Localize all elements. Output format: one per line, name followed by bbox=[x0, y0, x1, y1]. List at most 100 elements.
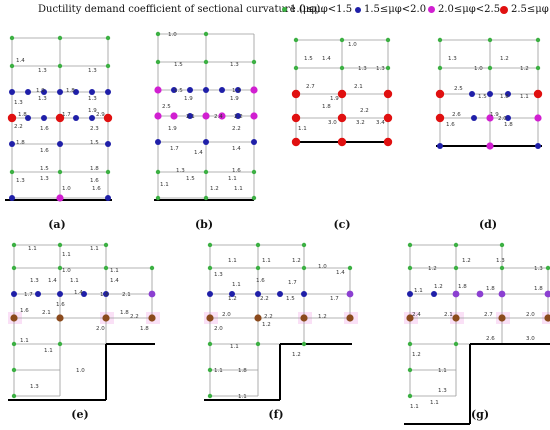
curvature-value: 1.3 bbox=[38, 96, 47, 102]
curvature-value: 1.4 bbox=[336, 270, 345, 276]
curvature-value: 1.6 bbox=[256, 278, 265, 284]
curvature-value: 1.3 bbox=[16, 178, 25, 184]
curvature-value: 1.6 bbox=[100, 292, 109, 298]
hinge-dot bbox=[255, 242, 261, 248]
hinge-dot bbox=[56, 314, 64, 322]
legend: Ductility demand coefficient of sectiona… bbox=[0, 2, 550, 18]
curvature-value: 2.1 bbox=[444, 312, 453, 318]
curvature-value: 1.7 bbox=[62, 112, 71, 118]
hinge-dot bbox=[203, 31, 209, 37]
hinge-dot bbox=[452, 290, 460, 298]
curvature-value: 2.9 bbox=[96, 112, 105, 118]
legend-red-dot-icon bbox=[500, 5, 508, 14]
curvature-value: 1.2 bbox=[428, 266, 437, 272]
hinge-dot bbox=[250, 86, 258, 94]
curvature-value: 1.0 bbox=[318, 264, 327, 270]
curvature-value: 1.3 bbox=[88, 68, 97, 74]
curvature-value: 1.4 bbox=[194, 150, 203, 156]
curvature-value: 3.4 bbox=[376, 120, 385, 126]
curvature-value: 2.1 bbox=[42, 310, 51, 316]
hinge-dot bbox=[469, 91, 475, 97]
hinge-dot bbox=[155, 59, 161, 65]
hinge-dot bbox=[452, 314, 460, 322]
hinge-dot bbox=[148, 314, 156, 322]
curvature-value: 1.8 bbox=[16, 140, 25, 146]
hinge-dot bbox=[89, 115, 95, 121]
hinge-dot bbox=[407, 341, 413, 347]
hinge-dot bbox=[535, 65, 541, 71]
panel-label: (g) bbox=[471, 408, 489, 421]
curvature-value: 2.0 bbox=[498, 116, 507, 122]
legend-blue-dot-icon bbox=[355, 6, 361, 13]
curvature-value: 1.2 bbox=[262, 322, 271, 328]
curvature-value: 1.5 bbox=[90, 140, 99, 146]
curvature-value: 3.0 bbox=[328, 120, 337, 126]
hinge-dot bbox=[254, 314, 262, 322]
hinge-dot bbox=[105, 89, 111, 95]
curvature-value: 1.0 bbox=[76, 368, 85, 374]
hinge-dot bbox=[155, 195, 161, 201]
hinge-dot bbox=[498, 290, 506, 298]
hinge-dot bbox=[339, 37, 345, 43]
hinge-dot bbox=[148, 290, 156, 298]
hinge-dot bbox=[57, 291, 63, 297]
hinge-dot bbox=[499, 265, 505, 271]
hinge-dot bbox=[337, 137, 347, 147]
curvature-value: 2.2 bbox=[232, 126, 241, 132]
hinge-dot bbox=[486, 114, 494, 122]
curvature-value: 1.8 bbox=[18, 112, 27, 118]
curvature-value: 2.3 bbox=[90, 126, 99, 132]
curvature-value: 2.2 bbox=[260, 296, 269, 302]
hinge-dot bbox=[57, 341, 63, 347]
hinge-dot bbox=[499, 242, 505, 248]
hinge-dot bbox=[300, 314, 308, 322]
hinge-dot bbox=[251, 59, 257, 65]
curvature-value: 1.1 bbox=[228, 176, 237, 182]
hinge-dot bbox=[476, 290, 484, 298]
hinge-dot bbox=[218, 112, 226, 120]
curvature-value: 1.5 bbox=[40, 166, 49, 172]
legend-item-label: 1.5≤μφ<2.0 bbox=[364, 4, 427, 15]
hinge-dot bbox=[407, 265, 413, 271]
curvature-value: 1.2 bbox=[520, 66, 529, 72]
hinge-dot bbox=[154, 112, 162, 120]
curvature-value: 1.1 bbox=[520, 94, 529, 100]
curvature-value: 1.8 bbox=[90, 166, 99, 172]
curvature-value: 1.6 bbox=[40, 126, 49, 132]
curvature-value: 1.5 bbox=[286, 296, 295, 302]
hinge-dot bbox=[534, 114, 542, 122]
hinge-dot bbox=[291, 137, 301, 147]
curvature-value: 1.5 bbox=[304, 56, 313, 62]
hinge-dot bbox=[57, 89, 63, 95]
curvature-value: 1.1 bbox=[232, 282, 241, 288]
hinge-dot bbox=[207, 291, 213, 297]
curvature-value: 1.1 bbox=[228, 258, 237, 264]
hinge-dot bbox=[105, 63, 111, 69]
hinge-dot bbox=[81, 291, 87, 297]
hinge-dot bbox=[203, 59, 209, 65]
curvature-value: 1.3 bbox=[376, 66, 385, 72]
hinge-dot bbox=[155, 31, 161, 37]
hinge-dot bbox=[535, 143, 541, 149]
hinge-dot bbox=[486, 142, 494, 150]
curvature-value: 1.1 bbox=[90, 246, 99, 252]
curvature-value: 2.1 bbox=[122, 292, 131, 298]
curvature-value: 1.3 bbox=[448, 56, 457, 62]
hinge-dot bbox=[545, 265, 550, 271]
curvature-value: 1.3 bbox=[214, 272, 223, 278]
hinge-dot bbox=[383, 89, 393, 99]
curvature-value: 1.2 bbox=[292, 352, 301, 358]
hinge-dot bbox=[487, 91, 493, 97]
curvature-value: 2.1 bbox=[186, 114, 195, 120]
hinge-dot bbox=[9, 195, 15, 201]
hinge-dot bbox=[251, 195, 257, 201]
curvature-value: 2.6 bbox=[486, 336, 495, 342]
hinge-dot bbox=[347, 265, 353, 271]
hinge-dot bbox=[103, 113, 113, 123]
hinge-dot bbox=[207, 341, 213, 347]
curvature-value: 1.6 bbox=[92, 186, 101, 192]
curvature-value: 1.3 bbox=[30, 278, 39, 284]
hinge-dot bbox=[154, 86, 162, 94]
curvature-value: 1.1 bbox=[230, 344, 239, 350]
curvature-value: 1.8 bbox=[140, 326, 149, 332]
